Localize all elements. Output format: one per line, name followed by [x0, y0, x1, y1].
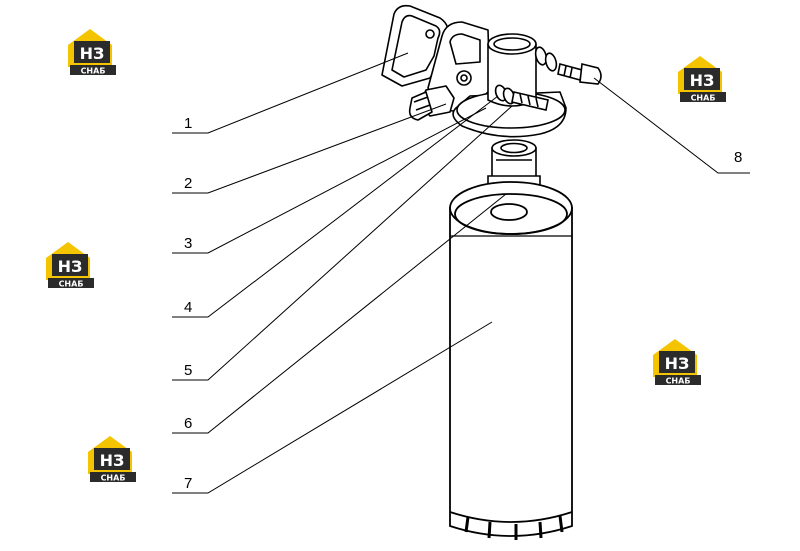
filter-canister [449, 181, 573, 540]
leader-line-3 [172, 107, 487, 254]
svg-text:НЗ: НЗ [58, 257, 83, 276]
watermark-logo: НЗ СНАБ [46, 242, 94, 289]
svg-text:НЗ: НЗ [665, 354, 690, 373]
svg-text:НЗ: НЗ [100, 451, 125, 470]
callout-5: 5 [184, 362, 192, 379]
watermark-logo: НЗ СНАБ [653, 339, 701, 386]
leader-lines [172, 52, 750, 494]
callout-6: 6 [184, 415, 192, 432]
callout-4: 4 [184, 299, 192, 316]
callout-1: 1 [184, 115, 192, 132]
svg-text:СНАБ: СНАБ [81, 67, 106, 76]
svg-text:СНАБ: СНАБ [691, 94, 716, 103]
svg-text:НЗ: НЗ [690, 71, 715, 90]
svg-text:СНАБ: СНАБ [101, 474, 126, 483]
callout-labels: 1 2 3 4 5 6 7 8 [184, 115, 742, 492]
watermark-logo: НЗ СНАБ [88, 436, 136, 483]
watermark-logo: НЗ СНАБ [678, 56, 726, 103]
watermark-logo: НЗ СНАБ [68, 29, 116, 76]
leader-line-7 [172, 321, 493, 494]
callout-2: 2 [184, 175, 192, 192]
mounting-bolt [534, 46, 602, 85]
svg-text:СНАБ: СНАБ [59, 280, 84, 289]
drain-plug [408, 85, 455, 121]
leader-line-1 [172, 52, 409, 134]
callout-7: 7 [184, 475, 192, 492]
leader-line-6 [172, 193, 507, 434]
svg-text:СНАБ: СНАБ [666, 377, 691, 386]
leader-line-2 [172, 103, 447, 194]
callout-8: 8 [734, 149, 742, 166]
small-bolt [494, 84, 549, 111]
callout-3: 3 [184, 235, 192, 252]
leader-line-4 [172, 95, 499, 318]
svg-text:НЗ: НЗ [80, 44, 105, 63]
leader-line-8 [593, 77, 750, 174]
leader-line-5 [172, 105, 513, 381]
